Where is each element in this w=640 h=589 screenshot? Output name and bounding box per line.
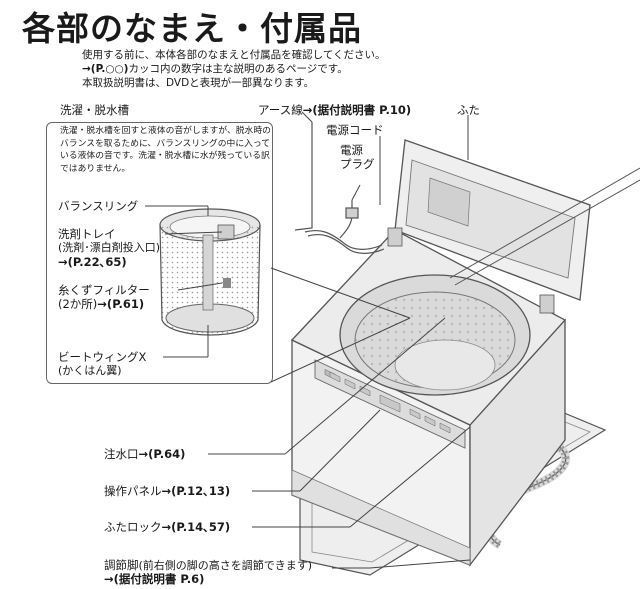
lid-graphic — [387, 139, 591, 314]
inset-heading: 洗濯・脱水槽 — [60, 103, 129, 117]
label-lint-filter: 糸くずフィルター — [58, 283, 150, 297]
label-lid-lock: ふたロック→(P.14､57) — [104, 520, 231, 534]
label-earth-wire: アース線→(据付説明書 P.10) — [258, 103, 412, 117]
label-lint-filter-sub: (2か所) — [58, 297, 98, 311]
label-water-inlet-ref: →(P.64) — [138, 447, 186, 461]
label-detergent-tray-sub: (洗剤･漂白剤投入口) — [58, 241, 161, 254]
intro-line-1: 使用する前に、本体各部のなまえと付属品を確認してください。 — [82, 49, 386, 61]
intro-line-2: →(P.○○)カッコ内の数字は主な説明のあるページです。 — [82, 62, 348, 76]
inset-drum-graphic — [159, 208, 261, 336]
label-detergent-tray-ref: →(P.22､65) — [58, 255, 127, 269]
label-control-panel-ref: →(P.12､13) — [161, 484, 231, 498]
label-detergent-tray: 洗剤トレイ — [58, 227, 116, 241]
label-adjust-foot-ref: →(据付説明書 P.6) — [104, 572, 205, 586]
main-leader-lines — [208, 111, 471, 569]
tub-opening — [339, 274, 531, 396]
label-adjust-foot-sub: (前右側の脚の高さを調節できます) — [138, 559, 313, 572]
label-lint-filter-ref: →(P.61) — [97, 297, 145, 311]
power-cord-graphic — [294, 122, 385, 254]
page-title: 各部のなまえ・付属品 — [22, 9, 362, 48]
label-lid: ふた — [457, 103, 480, 117]
intro-line-2-text: カッコ内の数字は主な説明のあるページです。 — [128, 63, 348, 75]
inset-connector-bottom — [270, 317, 411, 383]
label-water-inlet: 注水口→(P.64) — [104, 447, 186, 461]
control-panel-graphic — [314, 359, 466, 449]
label-beat-wing-sub: (かくはん翼) — [58, 364, 122, 377]
lid-pointer-line-2 — [454, 179, 640, 286]
intro-line-3: 本取扱説明書は、DVDと表現が一部異なります。 — [82, 77, 315, 89]
label-lid-lock-ref: →(P.14､57) — [161, 520, 231, 534]
label-control-panel: 操作パネル→(P.12､13) — [104, 484, 231, 498]
intro-page-ref: →(P.○○) — [82, 63, 129, 75]
inset-connector-top — [270, 267, 411, 319]
inset-leader-lines — [145, 205, 223, 358]
lid-pointer-line — [449, 167, 640, 279]
label-power-plug-2: プラグ — [340, 157, 375, 171]
label-earth-wire-ref: →(据付説明書 P.10) — [302, 103, 412, 117]
label-balance-ring: バランスリング — [58, 199, 139, 213]
label-power-cord: 電源コード — [326, 123, 384, 137]
label-beat-wing: ビートウィングX — [58, 350, 147, 364]
inset-box — [46, 122, 273, 384]
label-power-plug-1: 電源 — [340, 143, 363, 157]
label-adjust-foot: 調節脚(前右側の脚の高さを調節できます) — [104, 558, 313, 572]
inset-note: 洗濯・脱水槽を回すと液体の音がしますが、脱水時のバランスを取るために、バランスリ… — [60, 126, 271, 174]
